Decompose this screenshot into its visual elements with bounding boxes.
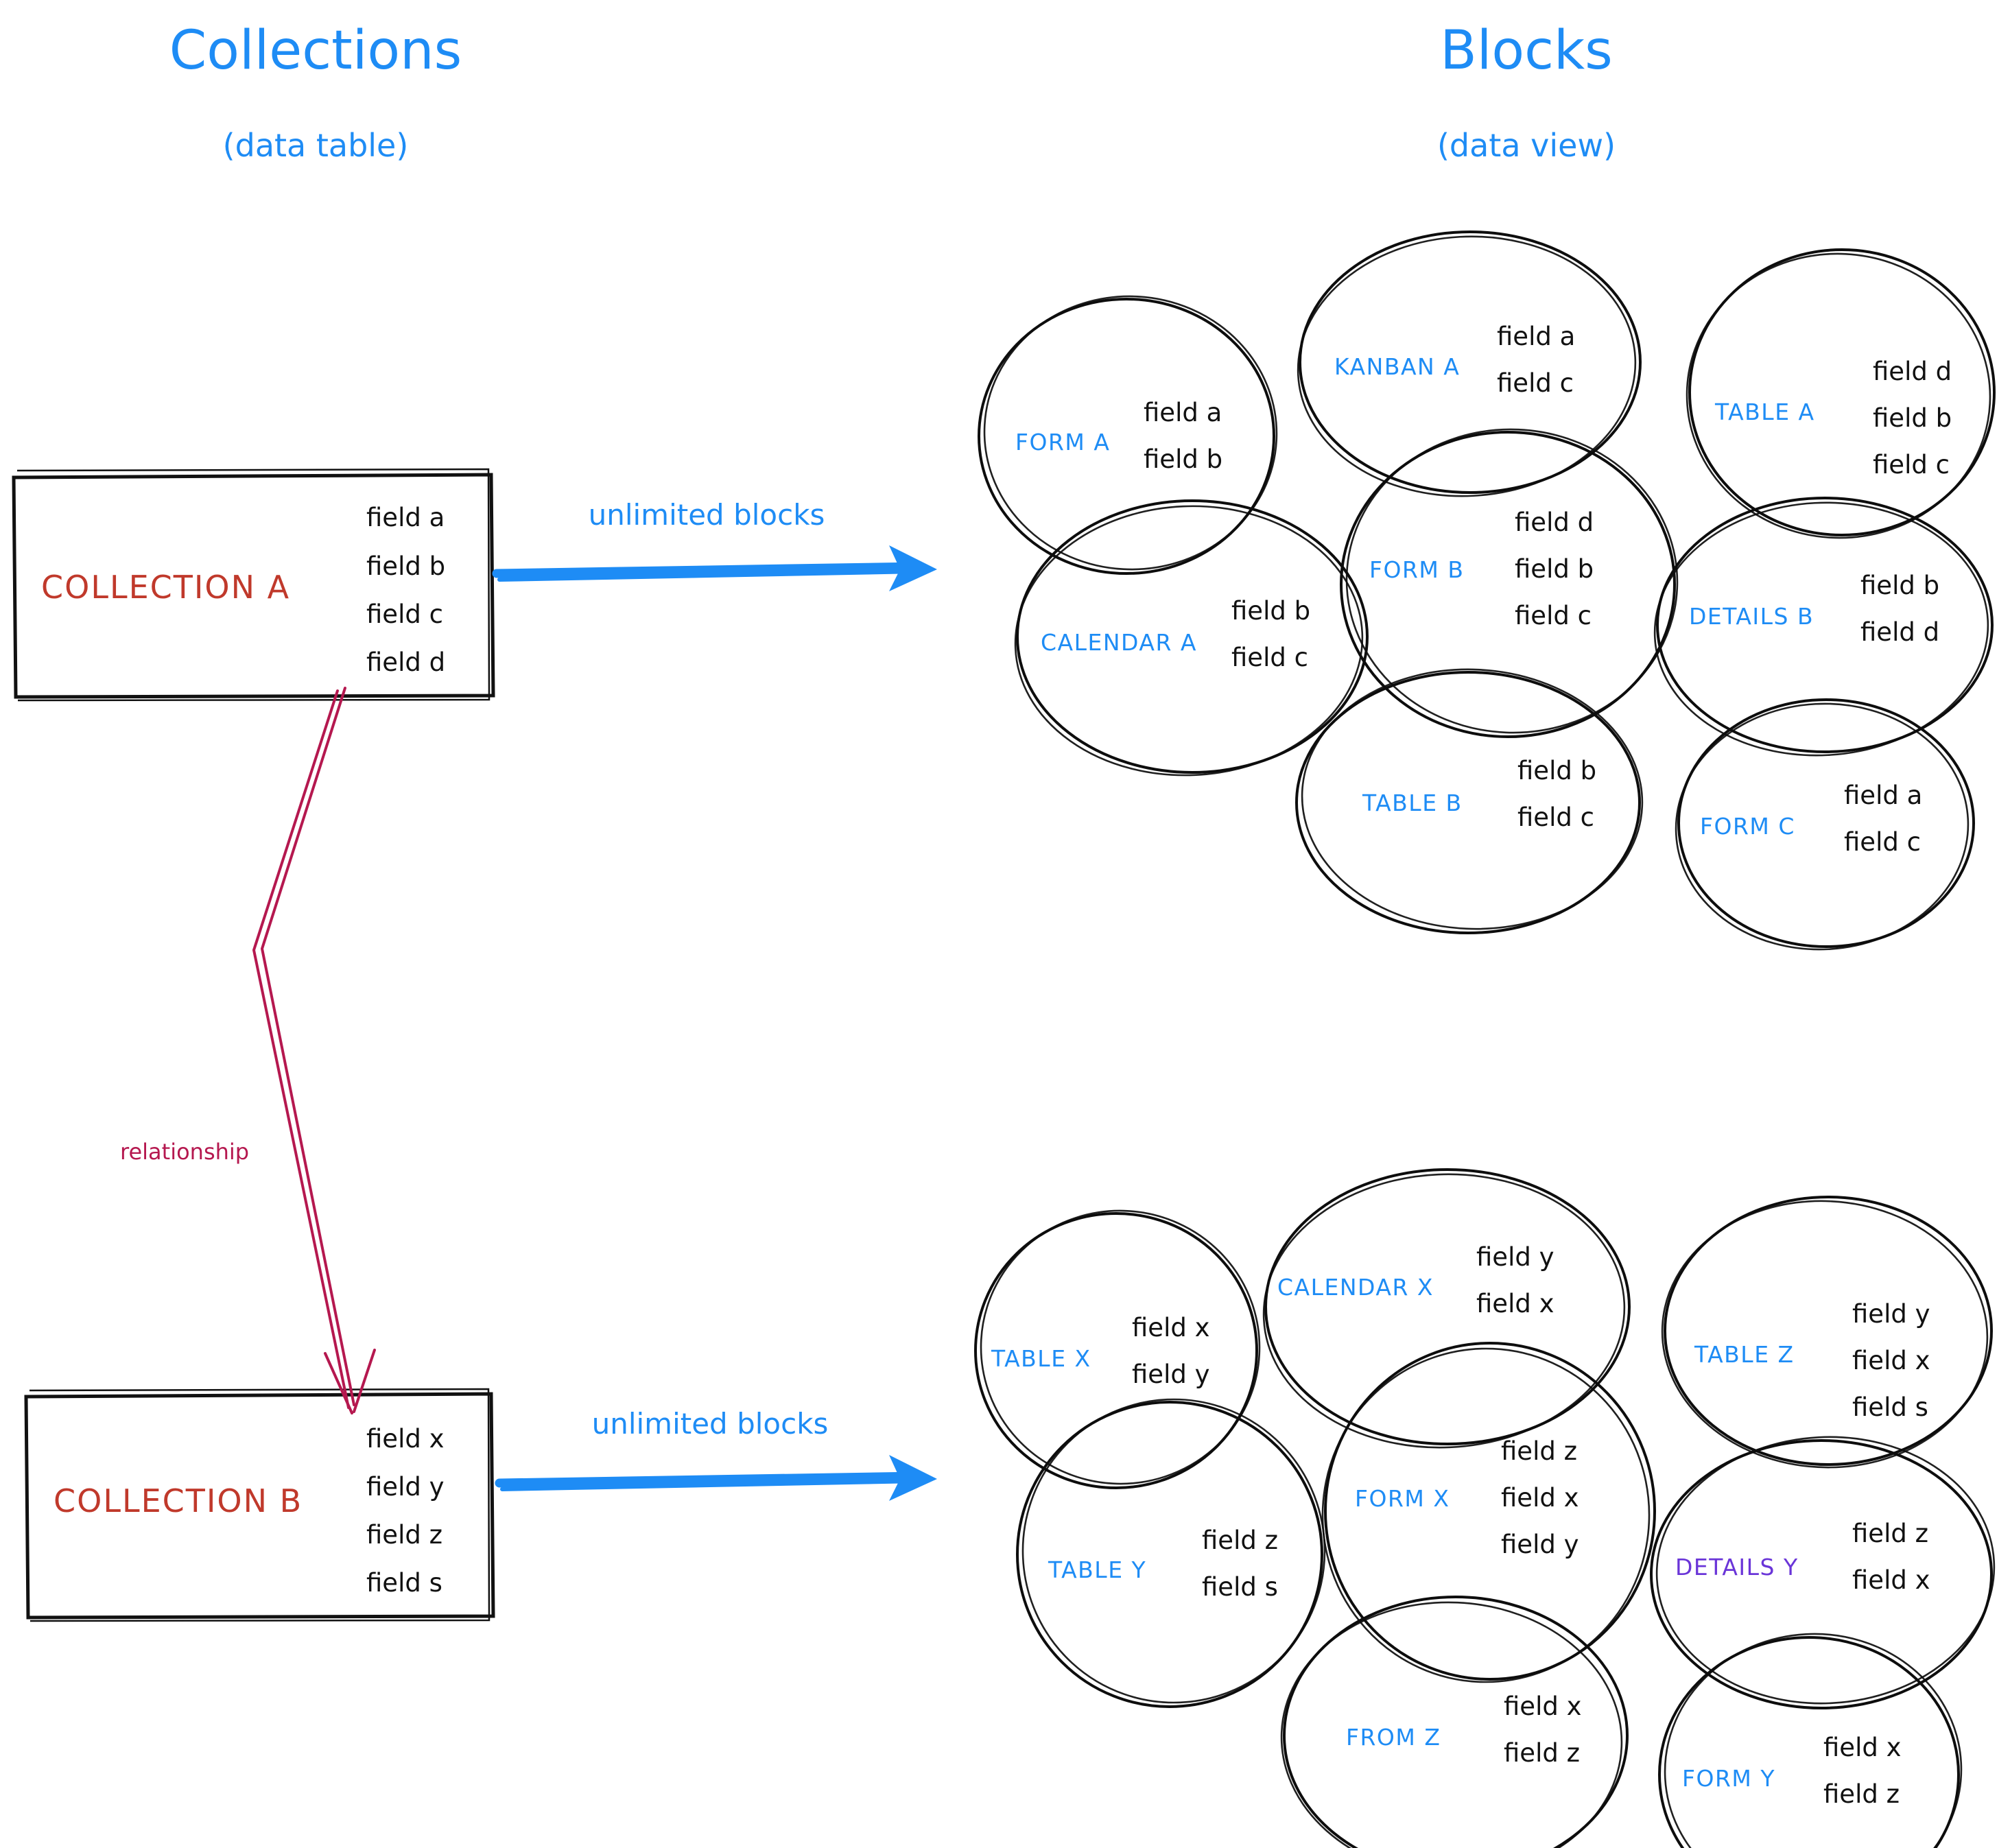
block-form-c[interactable]: FORM C field a field c (1700, 781, 1922, 857)
block-field: field b (1231, 596, 1310, 626)
block-field: field x (1852, 1346, 1930, 1375)
block-field: field c (1517, 803, 1594, 832)
block-label: TABLE Y (1048, 1556, 1146, 1583)
blocks-group-b-shapes (974, 1168, 1996, 1848)
block-field: field b (1515, 554, 1594, 584)
block-field: field c (1873, 450, 1950, 479)
block-form-a[interactable]: FORM A field a field b (1015, 398, 1222, 474)
block-label: FORM C (1700, 813, 1795, 840)
block-label: DETAILS Y (1675, 1554, 1799, 1580)
collection-b-box (24, 1388, 495, 1622)
collection-a-field: field b (366, 552, 445, 581)
block-field: field z (1852, 1519, 1928, 1548)
block-field: field d (1873, 357, 1952, 386)
block-field: field a (1497, 322, 1575, 351)
block-table-b[interactable]: TABLE B field b field c (1362, 756, 1596, 832)
block-field: field b (1144, 445, 1222, 474)
block-table-x[interactable]: TABLE X field x field y (991, 1313, 1210, 1389)
unlimited-blocks-arrow-top (492, 545, 937, 591)
block-field: field z (1501, 1436, 1577, 1466)
block-field: field x (1823, 1733, 1902, 1762)
block-field: field x (1501, 1483, 1579, 1513)
block-field: field y (1476, 1242, 1554, 1272)
block-field: field s (1202, 1572, 1278, 1602)
collection-b-field: field x (366, 1424, 445, 1454)
block-form-x[interactable]: FORM X field z field x field y (1355, 1436, 1579, 1559)
page-subtitle-collections: (data table) (223, 127, 409, 164)
block-label: FORM X (1355, 1485, 1450, 1512)
block-label: FORM B (1369, 556, 1465, 583)
block-label: TABLE A (1714, 399, 1815, 425)
collection-b[interactable]: COLLECTION B field x field y field z fie… (54, 1424, 445, 1598)
block-label: FORM Y (1682, 1765, 1775, 1792)
collection-b-field: field s (366, 1568, 442, 1598)
block-label: DETAILS B (1689, 603, 1814, 630)
block-details-b[interactable]: DETAILS B field b field d (1689, 571, 1939, 647)
block-field: field x (1504, 1692, 1582, 1721)
block-field: field c (1497, 368, 1574, 398)
collection-a-field: field d (366, 648, 445, 677)
block-field: field x (1852, 1565, 1930, 1595)
collection-a-field: field c (366, 600, 443, 629)
block-field: field b (1517, 756, 1596, 785)
block-field: field x (1132, 1313, 1210, 1342)
block-field: field a (1844, 781, 1922, 810)
block-field: field x (1476, 1289, 1554, 1318)
block-field: field z (1823, 1779, 1900, 1809)
block-field: field b (1860, 571, 1939, 600)
block-field: field c (1844, 827, 1921, 857)
collection-b-field: field z (366, 1520, 442, 1550)
unlimited-blocks-arrow-bottom (495, 1455, 937, 1501)
block-details-y[interactable]: DETAILS Y field z field x (1675, 1519, 1930, 1595)
blocks-group-a-shapes (978, 230, 1996, 951)
block-field: field c (1231, 643, 1308, 672)
block-field: field s (1852, 1393, 1928, 1422)
block-label: CALENDAR X (1277, 1274, 1434, 1301)
block-table-y[interactable]: TABLE Y field z field s (1048, 1526, 1278, 1602)
block-kanban-a[interactable]: KANBAN A field a field c (1334, 322, 1575, 398)
block-from-z[interactable]: FROM Z field x field z (1346, 1692, 1582, 1768)
block-calendar-a[interactable]: CALENDAR A field b field c (1041, 596, 1310, 672)
block-label: TABLE Z (1694, 1341, 1795, 1368)
collection-a[interactable]: COLLECTION A field a field b field c fie… (41, 503, 445, 677)
block-field: field c (1515, 601, 1592, 630)
arrow-label-unlimited-blocks-bottom: unlimited blocks (592, 1407, 829, 1441)
block-table-a[interactable]: TABLE A field d field b field c (1714, 357, 1952, 479)
block-field: field z (1504, 1738, 1580, 1768)
collection-a-field: field a (366, 503, 445, 532)
block-label: TABLE B (1362, 790, 1463, 816)
page-title-collections: Collections (169, 20, 462, 82)
block-field: field a (1144, 398, 1222, 427)
relationship-connector (252, 687, 376, 1414)
relationship-label: relationship (120, 1139, 249, 1165)
page-subtitle-blocks: (data view) (1437, 127, 1616, 164)
collection-a-box (12, 468, 495, 702)
block-field: field b (1873, 403, 1952, 433)
block-form-b[interactable]: FORM B field d field b field c (1369, 508, 1594, 630)
collection-b-name: COLLECTION B (54, 1482, 303, 1519)
collection-a-name: COLLECTION A (41, 569, 290, 606)
block-field: field y (1132, 1360, 1210, 1389)
block-field: field d (1515, 508, 1594, 537)
block-field: field z (1202, 1526, 1278, 1555)
block-field: field d (1860, 617, 1939, 647)
block-label: CALENDAR A (1041, 629, 1197, 656)
block-label: FORM A (1015, 429, 1110, 455)
block-calendar-x[interactable]: CALENDAR X field y field x (1277, 1242, 1554, 1318)
block-table-z[interactable]: TABLE Z field y field x field s (1694, 1299, 1930, 1422)
block-label: TABLE X (991, 1345, 1091, 1372)
block-label: FROM Z (1346, 1724, 1441, 1751)
block-field: field y (1501, 1530, 1579, 1559)
block-field: field y (1852, 1299, 1930, 1329)
arrow-label-unlimited-blocks-top: unlimited blocks (589, 498, 825, 532)
block-label: KANBAN A (1334, 353, 1460, 380)
block-form-y[interactable]: FORM Y field x field z (1682, 1733, 1902, 1809)
collection-b-field: field y (366, 1472, 445, 1502)
page-title-blocks: Blocks (1440, 20, 1613, 82)
